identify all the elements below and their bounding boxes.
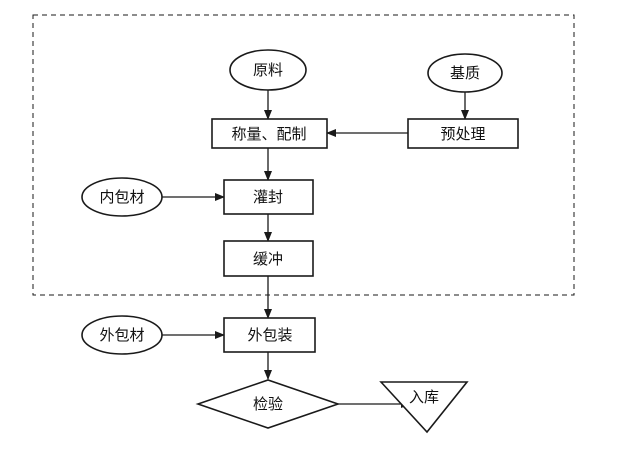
- node-buffer: 缓冲: [223, 240, 314, 277]
- node-weigh-mix-label: 称量、配制: [231, 125, 306, 143]
- node-pretreat-label: 预处理: [440, 125, 485, 143]
- node-matrix-label: 基质: [450, 64, 480, 82]
- node-outer-packaging-label: 外包装: [247, 326, 292, 344]
- node-inspect-label: 检验: [253, 395, 283, 413]
- node-matrix: 基质: [427, 53, 503, 93]
- node-pretreat: 预处理: [407, 118, 519, 149]
- node-inner-packaging: 内包材: [81, 177, 163, 217]
- node-outer-material-label: 外包材: [99, 326, 144, 344]
- node-raw-material: 原料: [229, 49, 307, 91]
- node-fill-seal-label: 灌封: [253, 188, 283, 206]
- node-inspect: 检验: [195, 379, 341, 429]
- node-buffer-label: 缓冲: [253, 250, 283, 268]
- node-raw-material-label: 原料: [253, 61, 283, 79]
- node-outer-packaging: 外包装: [223, 317, 316, 353]
- node-inner-packaging-label: 内包材: [99, 188, 144, 206]
- clean-area-boundary: [32, 14, 575, 296]
- node-outer-material: 外包材: [81, 315, 163, 355]
- node-storage: 入库: [379, 381, 469, 434]
- node-weigh-mix: 称量、配制: [211, 118, 328, 149]
- node-storage-label: 入库: [409, 388, 439, 406]
- node-fill-seal: 灌封: [223, 179, 314, 215]
